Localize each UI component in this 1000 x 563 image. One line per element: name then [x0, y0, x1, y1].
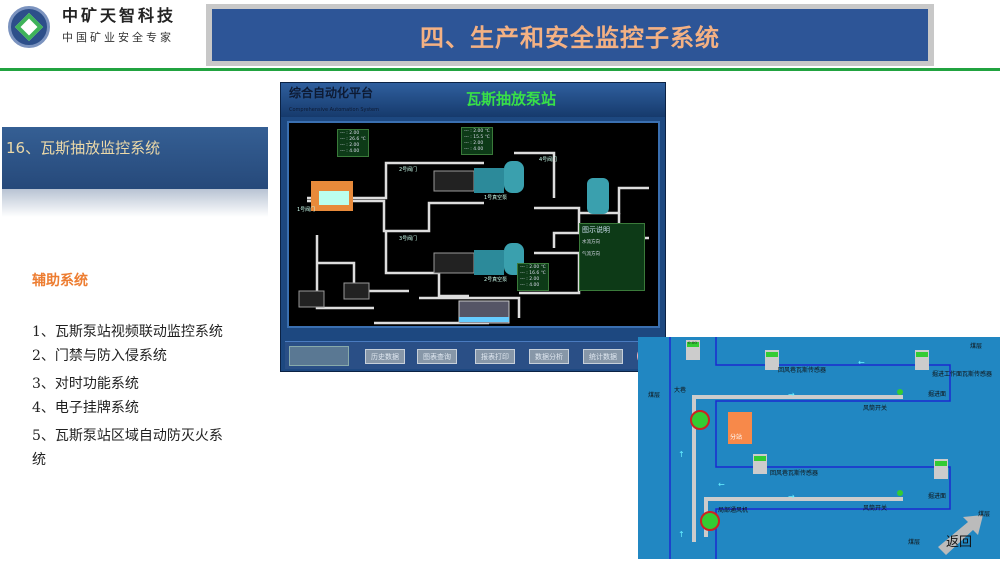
status-display — [289, 346, 349, 366]
heading-face-label: 掘进面 — [928, 493, 947, 500]
valve-tag: 2号阀门 — [399, 167, 418, 173]
svg-text:←: ← — [718, 480, 725, 489]
company-logo — [8, 6, 50, 48]
scada-title: 瓦斯抽放泵站 — [465, 90, 556, 108]
svg-text:→: → — [788, 492, 795, 501]
section-shadow — [2, 189, 268, 217]
readout-box: --- : 2.00--- : 26.6 ℃--- : 2.00--- : 4.… — [337, 129, 369, 157]
sensor-label: 回风巷瓦斯传感器 — [770, 470, 819, 477]
pump-tag: 2号真空泵 — [484, 277, 508, 283]
aux-item: 5、瓦斯泵站区域自动防灭火系 — [32, 428, 223, 444]
heading-face-label: 掘进面 — [928, 391, 947, 398]
section-title: 16、瓦斯抽放监控系统 — [2, 127, 268, 189]
valve-tag: 3号阀门 — [399, 236, 418, 242]
switch-label: 风筒开关 — [863, 405, 888, 412]
valve-tag: 1号阀门 — [297, 207, 316, 213]
chart-query-button[interactable]: 图表查询 — [417, 349, 457, 364]
sensor-label: 掘进工作面瓦斯传感器 — [932, 371, 993, 378]
readout-box: --- : 2.00 ℃--- : 15.5 ℃--- : 2.00--- : … — [461, 127, 493, 155]
pump-tag: 1号真空泵 — [484, 195, 508, 201]
data-analysis-button[interactable]: 数据分析 — [529, 349, 569, 364]
header-divider — [0, 68, 1000, 71]
title-banner: 四、生产和安全监控子系统 — [206, 4, 934, 66]
aux-item: 3、对时功能系统 — [32, 376, 139, 392]
seam-label: 煤层 — [908, 539, 921, 546]
seam-label: 煤层 — [648, 392, 661, 399]
seam-label: 煤层 — [970, 343, 983, 350]
report-print-button[interactable]: 报表打印 — [475, 349, 515, 364]
svg-text:←: ← — [858, 358, 865, 367]
roadway-label: 大巷 — [674, 387, 687, 394]
svg-text:→: → — [788, 390, 795, 399]
mine-ventilation-diagram: ↑↑←←→→ 煤层 煤层 煤层 煤层 大巷 风筒开关 风筒开关 掘进面 掘进面 … — [638, 337, 1000, 559]
pipe-diagram — [298, 151, 649, 325]
readout-box: --- : 2.00 ℃--- : 16.6 ℃--- : 2.00--- : … — [517, 263, 549, 291]
switch-label: 风筒开关 — [863, 505, 888, 512]
history-data-button[interactable]: 历史数据 — [365, 349, 405, 364]
statistics-button[interactable]: 统计数据 — [583, 349, 623, 364]
platform-label: 综合自动化平台 — [289, 86, 374, 100]
platform-sublabel: Comprehensive Automation System — [289, 107, 380, 113]
ventilation-lines: ↑ ↑ ← ← → → — [669, 337, 983, 559]
gas-pump-station-screenshot: 综合自动化平台 Comprehensive Automation System … — [280, 82, 666, 372]
legend-box: 图示说明 水流方向 气流方向 — [579, 223, 645, 291]
aux-heading: 辅助系统 — [32, 273, 88, 289]
legend-gas: 气流方向 — [582, 252, 600, 257]
brand-slogan: 中国矿业安全专家 — [62, 31, 174, 44]
seam-label: 煤层 — [978, 511, 991, 518]
svg-text:↑: ↑ — [678, 450, 685, 459]
substation-label: 分站 — [730, 434, 743, 441]
sensor-value: 0.00 — [688, 340, 697, 345]
page-title: 四、生产和安全监控子系统 — [420, 23, 720, 52]
fan-label: 局部通风机 — [718, 507, 749, 514]
sensor-label: 回风巷瓦斯传感器 — [778, 367, 827, 374]
scada-header: 综合自动化平台 Comprehensive Automation System … — [281, 83, 665, 117]
aux-item: 统 — [32, 452, 46, 468]
aux-item: 2、门禁与防入侵系统 — [32, 348, 167, 364]
valve-tag: 4号阀门 — [539, 157, 558, 163]
aux-item: 4、电子挂牌系统 — [32, 400, 139, 416]
legend-title: 图示说明 — [582, 226, 610, 234]
process-diagram: --- : 2.00--- : 26.6 ℃--- : 2.00--- : 4.… — [287, 121, 660, 328]
svg-text:↑: ↑ — [678, 530, 685, 539]
aux-item: 1、瓦斯泵站视频联动监控系统 — [32, 324, 223, 340]
legend-water: 水流方向 — [582, 240, 600, 245]
return-button[interactable]: 返回 — [946, 535, 973, 550]
brand-name: 中矿天智科技 — [62, 6, 177, 25]
scada-toolbar: 历史数据 图表查询 报表打印 数据分析 统计数据 — [285, 341, 661, 369]
